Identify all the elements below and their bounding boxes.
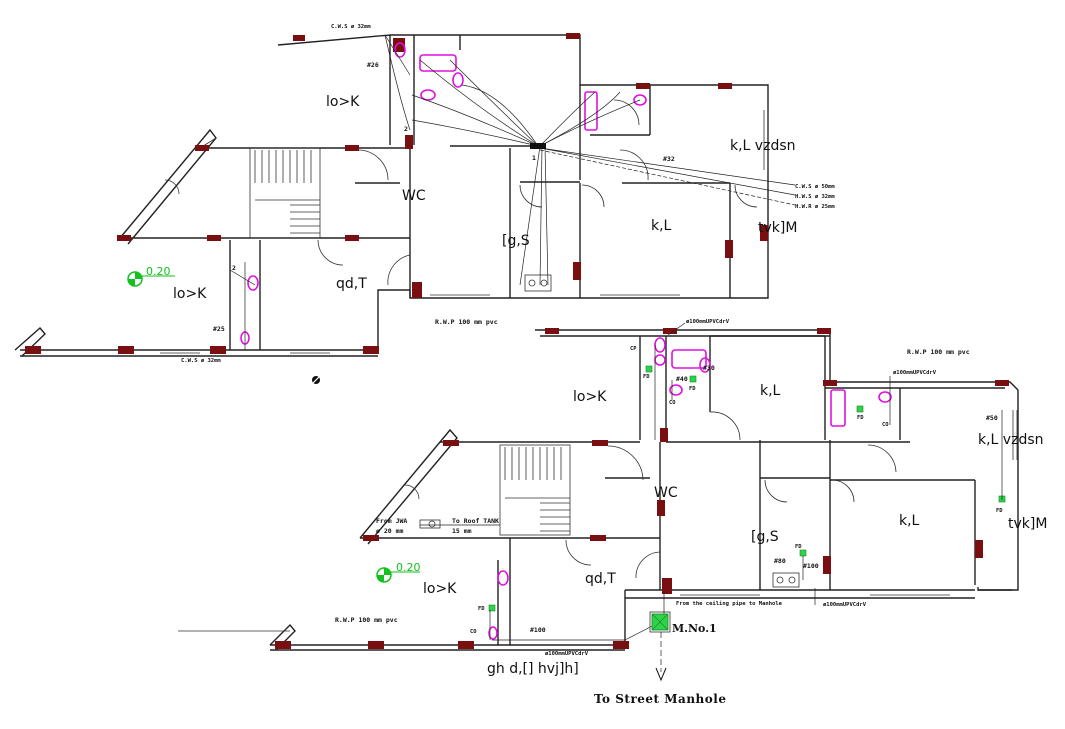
level-marker-upper	[127, 271, 175, 287]
pipe-label: CO	[882, 422, 889, 428]
pipe-label: FD	[795, 544, 802, 550]
room-label: k,L	[651, 218, 672, 234]
pipe-label: 2	[404, 125, 408, 133]
level-marker-lower	[376, 567, 420, 583]
level-value: 0.20	[146, 265, 171, 278]
room-label: lo>K	[573, 389, 607, 405]
pipe-label: H.W.S ø 32mm	[795, 194, 835, 200]
pipe-label: R.W.P 100 mm pvc	[907, 348, 970, 356]
upper-pipes	[229, 34, 796, 384]
room-label: gh d,[] hvj]h]	[487, 661, 579, 677]
lower-columns	[275, 328, 1009, 649]
pipe-label: H.W.R ø 25mm	[795, 204, 835, 210]
lower-pipes	[419, 322, 1003, 682]
lower-stairs	[499, 444, 571, 536]
pipe-label: FD	[996, 508, 1003, 514]
room-label: lo>K	[423, 581, 457, 597]
room-label: k,L vzdsn	[730, 138, 796, 154]
pipe-label: FD	[643, 374, 650, 380]
pipe-label: #30	[703, 364, 715, 372]
pipe-label: From the ceiling pipe to Manhole	[676, 601, 783, 607]
pipe-label: #100	[530, 626, 546, 634]
room-label: k,L	[899, 513, 920, 529]
pipe-label: FD	[857, 415, 864, 421]
pipe-label: CP	[630, 346, 637, 352]
room-label: WC	[654, 485, 678, 501]
pipe-label: 15 mm	[452, 527, 472, 535]
pipe-label: To Roof TANK	[452, 517, 499, 525]
room-label: qd,T	[336, 276, 367, 292]
upper-unit	[14, 33, 796, 384]
manhole-label: M.No.1	[672, 622, 717, 635]
pipe-label: ø100mmUPVCdrV	[545, 651, 589, 657]
street-manhole-label: To Street Manhole	[594, 692, 726, 706]
pipe-label: CO	[669, 400, 676, 406]
pipe-label: #100	[803, 562, 819, 570]
pipe-label: R.W.P 100 mm pvc	[435, 318, 498, 326]
pipe-label: ø 20 mm	[376, 527, 403, 535]
pipe-label: C.W.S ø 50mm	[795, 184, 835, 190]
level-value: 0.20	[396, 561, 421, 574]
room-label: lo>K	[173, 286, 207, 302]
pipe-label: ø100mmUPVCdrV	[823, 602, 867, 608]
upper-fixtures	[240, 42, 647, 345]
upper-columns	[25, 33, 768, 354]
lower-unit	[178, 322, 1019, 682]
pipe-label: ø100mmUPVCdrV	[893, 370, 937, 376]
room-label: lo>K	[326, 94, 360, 110]
pipe-label: CO	[470, 629, 477, 635]
pipe-label: 2	[232, 264, 236, 272]
room-label: qd,T	[585, 571, 616, 587]
room-label: tvk]M	[758, 220, 797, 236]
pipe-label: 1	[532, 154, 536, 162]
pipe-label: #50	[986, 414, 998, 422]
upper-stairs	[249, 147, 321, 239]
pipe-label: C.W.S ø 32mm	[331, 24, 371, 30]
pipe-label: From JWA	[376, 517, 407, 525]
pipe-label: ø100mmUPVCdrV	[686, 319, 730, 325]
pipe-label: FD	[689, 386, 696, 392]
pipe-label: #26	[367, 61, 379, 69]
room-label: WC	[402, 188, 426, 204]
room-label: k,L	[760, 383, 781, 399]
pipe-label: R.W.P 100 mm pvc	[335, 616, 398, 624]
room-label: [g,S	[502, 233, 530, 249]
room-label: [g,S	[751, 529, 779, 545]
room-label: tvk]M	[1008, 516, 1047, 532]
pipe-label: #40	[676, 375, 688, 383]
pipe-label: #80	[774, 557, 786, 565]
pipe-label: C.W.S ø 32mm	[181, 358, 221, 364]
pipe-label: #32	[663, 155, 675, 163]
pipe-label: #25	[213, 325, 225, 333]
pipe-label: FD	[478, 606, 485, 612]
room-label: k,L vzdsn	[978, 432, 1044, 448]
lower-floor-drains	[488, 365, 1006, 612]
